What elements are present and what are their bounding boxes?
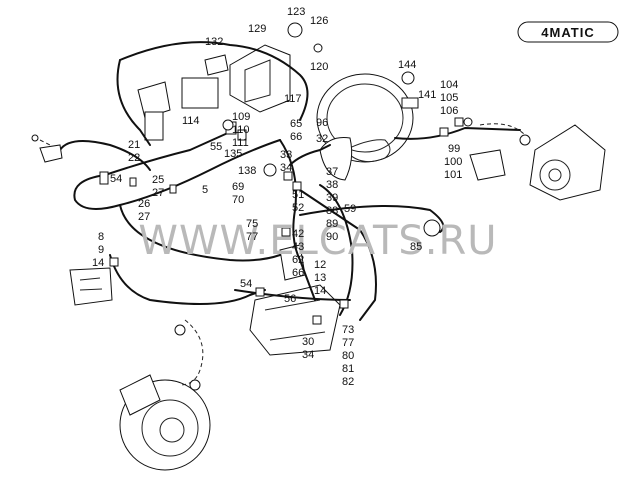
callout-c135: 135: [224, 148, 242, 160]
callout-c34b: 34: [302, 349, 314, 361]
callout-c59: 59: [344, 203, 356, 215]
callout-c39: 39: [326, 192, 338, 204]
connectors: [31, 71, 531, 391]
callout-c70: 70: [232, 194, 244, 206]
callout-c111: 111: [232, 137, 249, 149]
callout-c75: 75: [246, 218, 258, 230]
callout-c37: 37: [326, 166, 338, 178]
callout-c123: 123: [287, 6, 305, 18]
callout-c33: 33: [280, 149, 292, 161]
callout-c32: 32: [316, 133, 328, 145]
callout-c105: 105: [440, 92, 458, 104]
callout-c62: 62: [292, 254, 304, 266]
wiring-loops: [59, 41, 521, 321]
callout-c96: 96: [316, 117, 328, 129]
callout-c80: 80: [342, 350, 354, 362]
callout-c13: 13: [314, 272, 326, 284]
callout-c110: 110: [232, 124, 250, 136]
callout-c27b: 27: [138, 211, 150, 223]
callout-c54a: 54: [110, 173, 122, 185]
watermark-text: WWW.ELCATS.RU: [138, 218, 497, 264]
callout-c51: 51: [292, 189, 304, 201]
callout-c106: 106: [440, 105, 458, 117]
callout-c5: 5: [202, 184, 208, 196]
callout-c82: 82: [342, 376, 354, 388]
callout-c77b: 77: [342, 337, 354, 349]
callout-c65: 65: [290, 118, 302, 130]
callout-c117: 117: [284, 93, 302, 105]
callout-c42: 42: [292, 228, 304, 240]
callout-c132: 132: [205, 36, 223, 48]
callout-c104: 104: [440, 79, 458, 91]
callout-c73: 73: [342, 324, 354, 336]
callout-c109: 109: [232, 111, 250, 123]
callout-c114: 114: [182, 115, 200, 127]
steering-wheel: [316, 73, 414, 181]
callout-c120: 120: [310, 61, 328, 73]
callout-c52: 52: [292, 202, 304, 214]
callout-c12: 12: [314, 259, 326, 271]
callout-c101: 101: [444, 169, 462, 181]
callout-c89: 89: [326, 218, 338, 230]
callout-c138: 138: [238, 165, 256, 177]
logo-text: 4MATIC: [541, 25, 594, 40]
callout-c26: 26: [138, 198, 150, 210]
dashed-leaders: [39, 123, 526, 386]
callout-c30: 30: [302, 336, 314, 348]
callout-c85: 85: [410, 241, 422, 253]
callout-c25: 25: [152, 174, 164, 186]
callout-c90: 90: [326, 231, 338, 243]
left-sensor-module: [69, 267, 113, 306]
callout-c27a: 27: [152, 187, 164, 199]
callout-c55: 55: [210, 141, 222, 153]
callout-c100: 100: [444, 156, 462, 168]
wheel-hub-sensor: [119, 374, 211, 471]
callout-c99: 99: [448, 143, 460, 155]
callout-c9: 9: [98, 244, 104, 256]
callout-c81: 81: [342, 363, 354, 375]
callout-c14a: 14: [314, 285, 326, 297]
callout-c144: 144: [398, 59, 416, 71]
callout-c126: 126: [310, 15, 328, 27]
callout-c69: 69: [232, 181, 244, 193]
callout-c14b: 14: [92, 257, 104, 269]
callout-c54b: 54: [240, 278, 252, 290]
callout-c8: 8: [98, 231, 104, 243]
callout-c77a: 77: [246, 231, 258, 243]
control-module-bracket: [137, 22, 323, 141]
callout-c21: 21: [128, 139, 140, 151]
callout-c88: 88: [326, 205, 338, 217]
callout-c38: 38: [326, 179, 338, 191]
callout-c56: 56: [284, 293, 296, 305]
callout-c66b: 66: [292, 267, 304, 279]
callout-c129: 129: [248, 23, 266, 35]
callout-c22: 22: [128, 152, 140, 164]
callout-c66a: 66: [290, 131, 302, 143]
callout-c141: 141: [418, 89, 436, 101]
callout-c43: 43: [292, 241, 304, 253]
logo-badge: 4MATIC: [517, 21, 619, 43]
callout-c34a: 34: [280, 162, 292, 174]
transfer-case: [469, 124, 606, 201]
